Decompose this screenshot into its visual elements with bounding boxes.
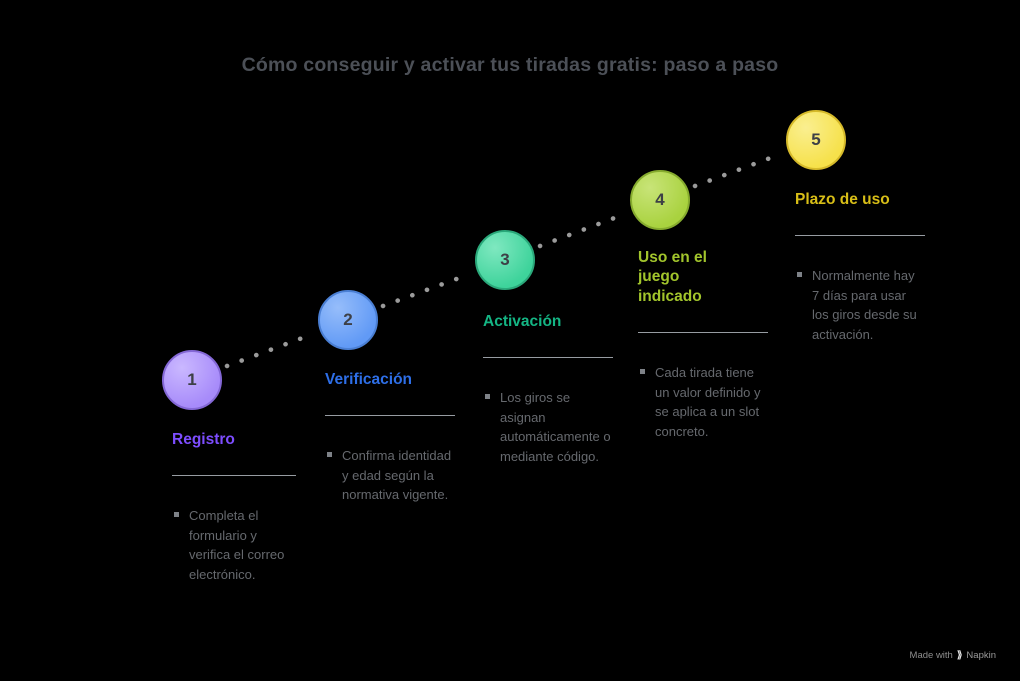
step-4-number: 4 <box>655 190 665 209</box>
step-1-bullet-item: Completa el formulario y verifica el cor… <box>172 506 296 584</box>
napkin-brand-label: Napkin <box>966 650 996 661</box>
diagram-title: Cómo conseguir y activar tus tiradas gra… <box>241 54 779 76</box>
step-5-number: 5 <box>811 130 821 149</box>
step-2-number: 2 <box>343 310 353 329</box>
step-1-column: Registro Completa el formulario y verifi… <box>172 430 296 584</box>
step-3-bullet-text: Los giros se asignan automáticamente o m… <box>500 390 611 464</box>
step-2-title: Verificación <box>325 371 413 388</box>
step-1-divider <box>172 475 296 477</box>
step-3-column: Activación Los giros se asignan automáti… <box>483 312 613 466</box>
step-2-circle: 2 <box>318 290 378 350</box>
step-3-number: 3 <box>500 250 510 269</box>
bullet-square-icon <box>174 512 179 518</box>
step-4-bullet-item: Cada tirada tiene un valor definido y se… <box>638 363 768 441</box>
step-4-column: Uso en el juego indicado Cada tirada tie… <box>638 248 768 441</box>
step-5-title: Plazo de uso <box>795 191 890 208</box>
step-1-bullet-text: Completa el formulario y verifica el cor… <box>189 508 285 582</box>
step-3-circle: 3 <box>475 230 535 290</box>
connector-line-4-5 <box>692 151 784 189</box>
step-3-bullet-item: Los giros se asignan automáticamente o m… <box>483 388 613 466</box>
connector-line-2-3 <box>380 271 473 309</box>
made-with-label: Made with <box>909 650 953 661</box>
step-5-bullet-item: Normalmente hay 7 días para usar los gir… <box>795 266 925 344</box>
step-4-divider <box>638 332 768 334</box>
made-with-napkin: Made with ⟫ Napkin <box>910 650 996 661</box>
step-5-divider <box>795 235 925 237</box>
bullet-square-icon <box>797 272 802 278</box>
step-4-circle: 4 <box>630 170 690 230</box>
bullet-square-icon <box>327 452 332 458</box>
bullet-square-icon <box>485 394 490 400</box>
connector-line-3-4 <box>537 211 628 249</box>
step-1-circle: 1 <box>162 350 222 410</box>
napkin-logo-icon: ⟫ <box>956 649 963 661</box>
step-2-column: Verificación Confirma identidad y edad s… <box>325 370 455 505</box>
step-1-title: Registro <box>172 431 235 448</box>
step-5-circle: 5 <box>786 110 846 170</box>
step-5-bullet-text: Normalmente hay 7 días para usar los gir… <box>812 268 917 342</box>
step-2-bullet-item: Confirma identidad y edad según la norma… <box>325 446 455 505</box>
connector-line-1-2 <box>224 331 316 369</box>
bullet-square-icon <box>640 369 645 375</box>
step-3-title: Activación <box>483 313 562 330</box>
step-1-number: 1 <box>187 370 197 389</box>
step-4-title: Uso en el juego indicado <box>638 249 707 305</box>
step-3-divider <box>483 357 613 359</box>
step-2-divider <box>325 415 455 417</box>
step-4-bullet-text: Cada tirada tiene un valor definido y se… <box>655 365 761 439</box>
step-2-bullet-text: Confirma identidad y edad según la norma… <box>342 448 452 503</box>
step-5-column: Plazo de uso Normalmente hay 7 días para… <box>795 190 925 344</box>
